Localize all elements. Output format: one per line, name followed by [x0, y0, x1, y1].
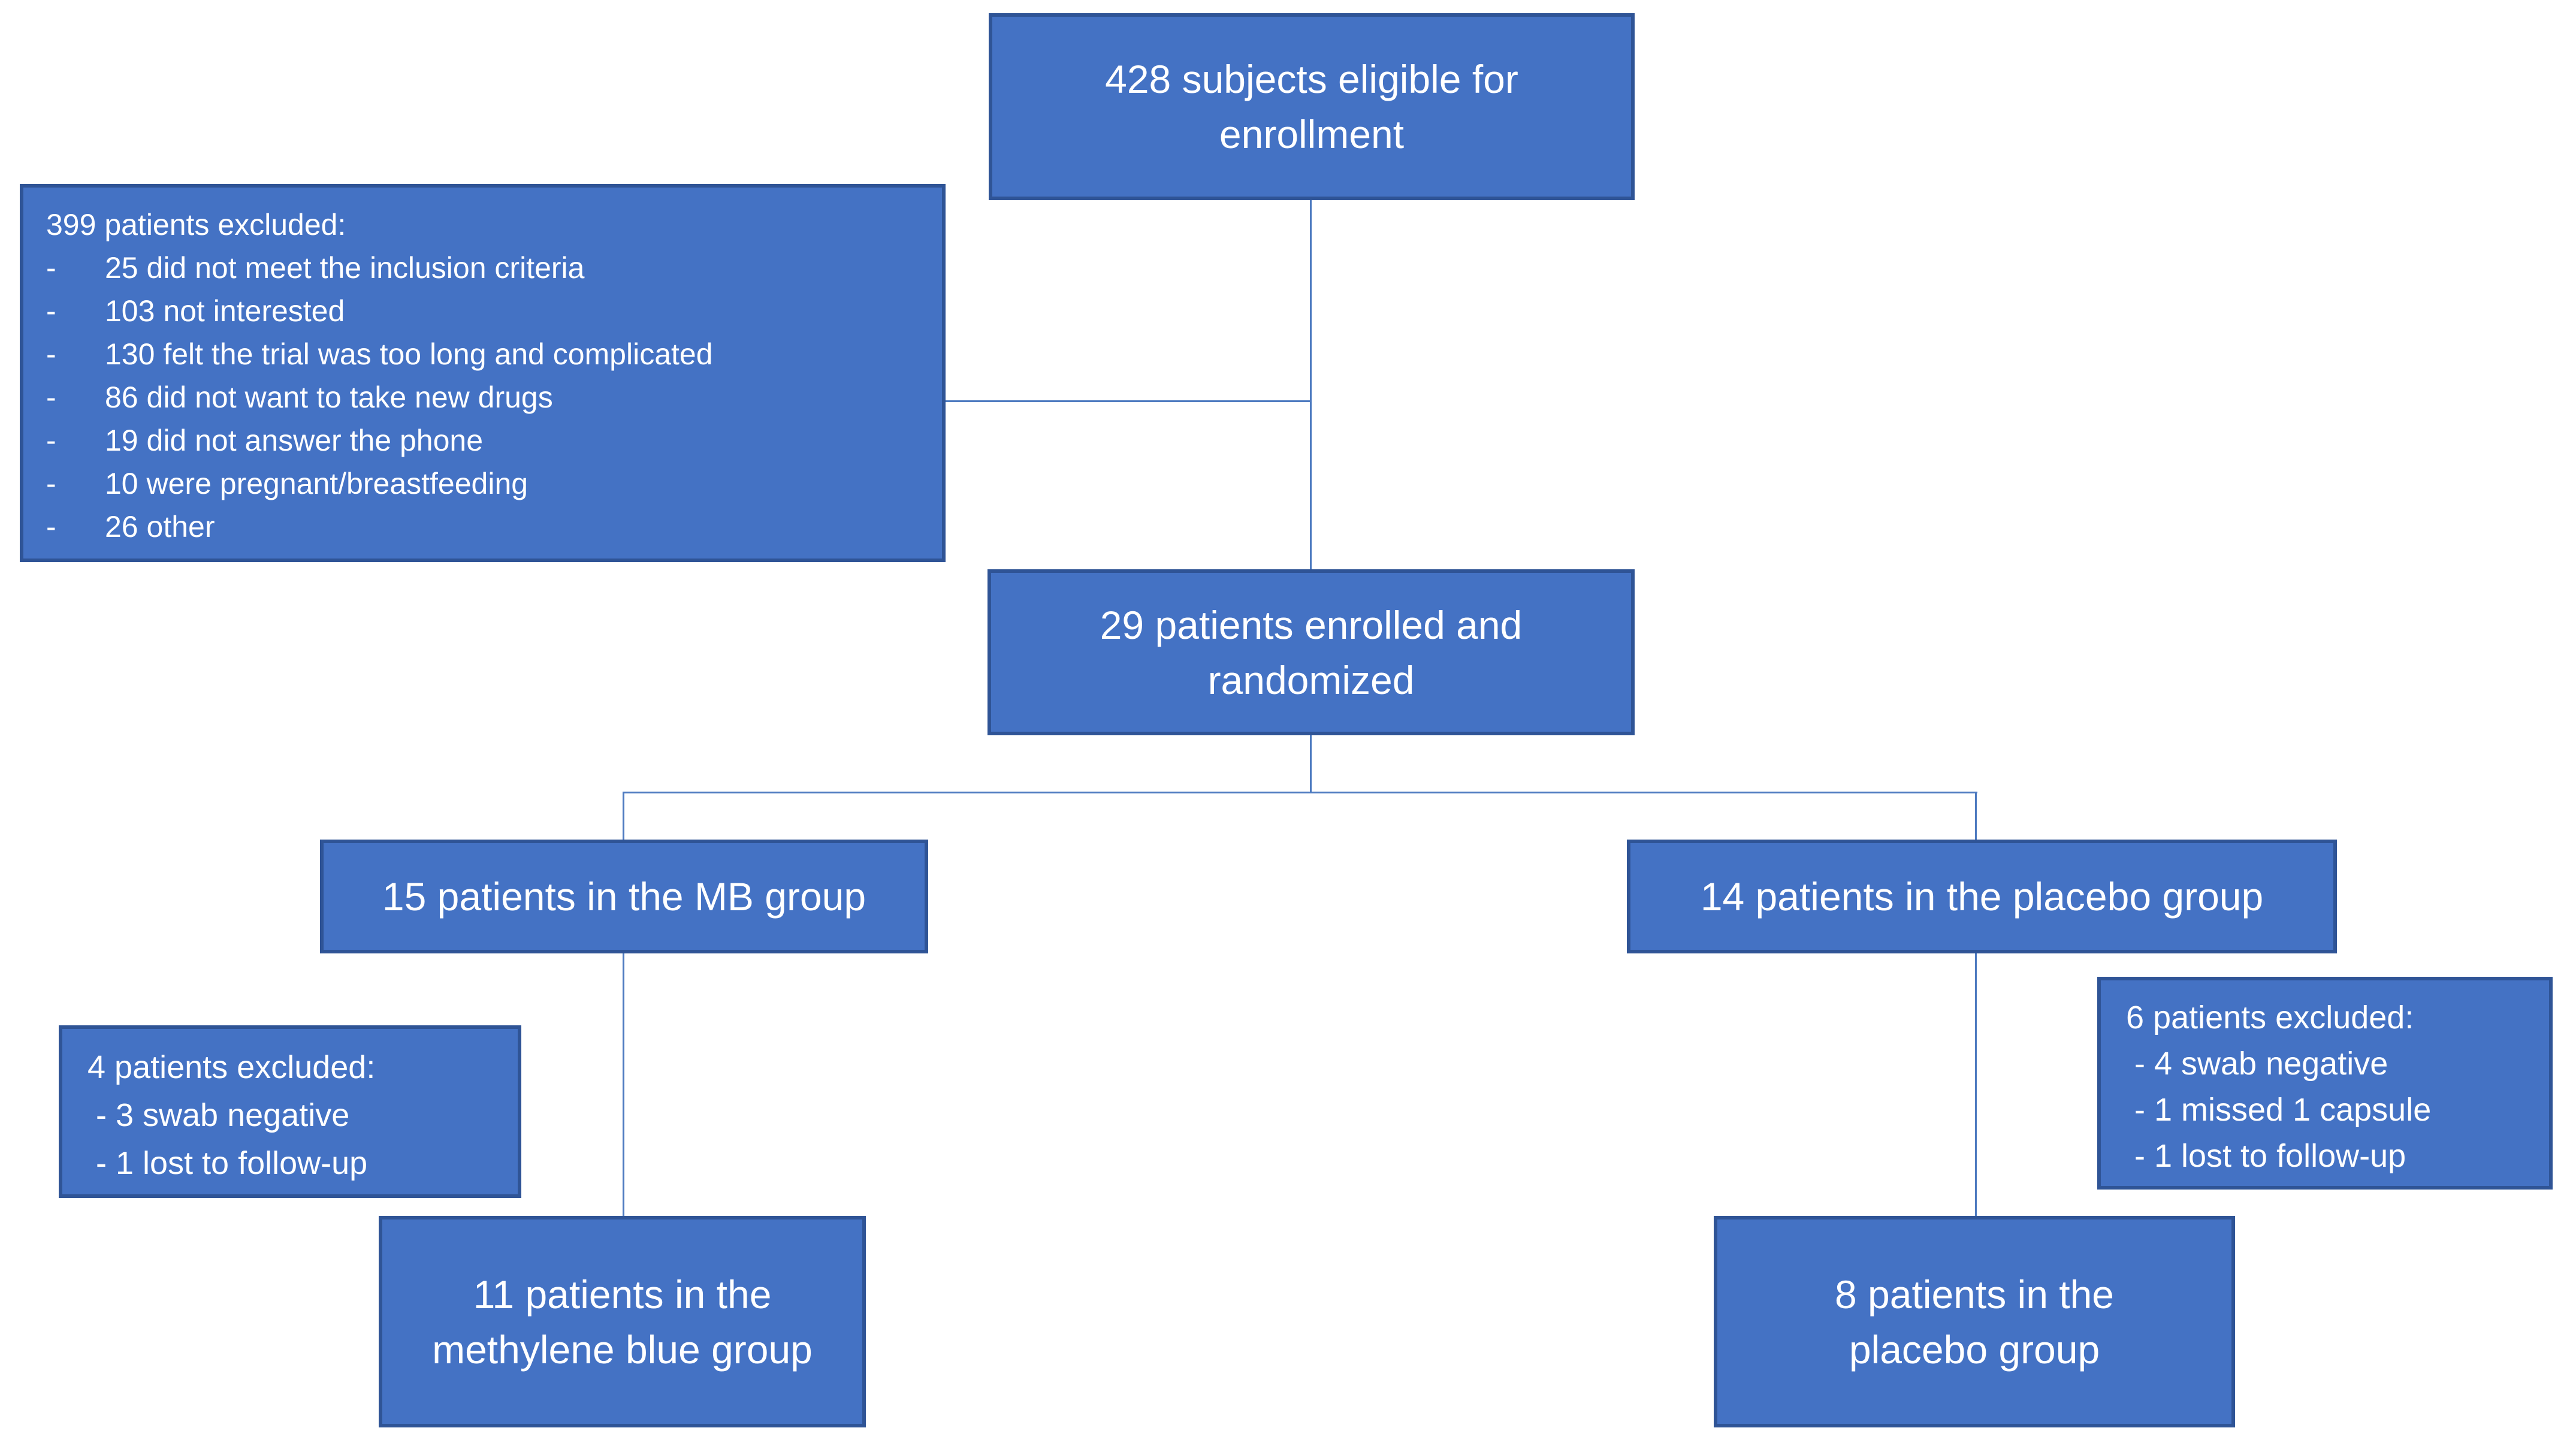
box-excluded-main: 399 patients excluded: - 25 did not meet… [20, 184, 946, 562]
excluded-reason: 130 felt the trial was too long and comp… [105, 337, 713, 371]
list-dash: - [46, 510, 56, 544]
excluded-reason-row: - 103 not interested [46, 289, 924, 333]
connector-excluded-main-branch [946, 400, 1311, 402]
excluded-reason-row: - 86 did not want to take new drugs [46, 376, 924, 419]
box-enrolled-text: 29 patients enrolled and randomized [1100, 602, 1523, 702]
box-mb-group-text: 15 patients in the MB group [382, 874, 866, 919]
excluded-reason: - 1 lost to follow-up [96, 1145, 368, 1181]
connector-mb-group-to-mb-final [623, 952, 624, 1217]
connector-randomization-branch [623, 792, 1977, 793]
excluded-reason-row: - 25 did not meet the inclusion criteria [46, 246, 924, 289]
box-placebo-final: 8 patients in the placebo group [1714, 1216, 2235, 1427]
box-enrolled-randomized: 29 patients enrolled and randomized [987, 569, 1635, 735]
box-placebo-excluded-title: 6 patients excluded: [2126, 1000, 2414, 1036]
box-excluded-main-title: 399 patients excluded: [46, 208, 346, 242]
excluded-reason: 26 other [105, 510, 215, 544]
box-placebo-final-text: 8 patients in the placebo group [1835, 1272, 2114, 1372]
box-eligible-text: 428 subjects eligible for enrollment [1105, 57, 1518, 156]
connector-enrolled-to-branch [1310, 735, 1312, 793]
box-placebo-excluded: 6 patients excluded: - 4 swab negative -… [2097, 977, 2553, 1190]
box-placebo-group-text: 14 patients in the placebo group [1700, 874, 2264, 919]
box-mb-excluded-title: 4 patients excluded: [87, 1049, 376, 1085]
list-dash: - [46, 424, 56, 457]
list-dash: - [46, 467, 56, 500]
excluded-reason: - 1 lost to follow-up [2134, 1138, 2406, 1174]
excluded-reason: - 1 missed 1 capsule [2134, 1092, 2432, 1128]
box-mb-excluded: 4 patients excluded: - 3 swab negative -… [59, 1025, 521, 1198]
excluded-reason: 25 did not meet the inclusion criteria [105, 251, 585, 285]
box-mb-final: 11 patients in the methylene blue group [379, 1216, 866, 1427]
excluded-reason-row: - 26 other [46, 505, 924, 548]
excluded-reason: 86 did not want to take new drugs [105, 381, 553, 414]
excluded-reason: 103 not interested [105, 294, 345, 328]
excluded-reason: 19 did not answer the phone [105, 424, 484, 457]
list-dash: - [46, 337, 56, 371]
box-mb-final-text: 11 patients in the methylene blue group [432, 1272, 813, 1372]
excluded-reason: - 3 swab negative [96, 1097, 350, 1133]
box-placebo-group: 14 patients in the placebo group [1627, 840, 2337, 953]
connector-branch-to-mb-group [623, 792, 624, 841]
connector-placebo-group-to-placebo-final [1975, 952, 1977, 1217]
excluded-reason-row: - 130 felt the trial was too long and co… [46, 333, 924, 376]
excluded-reason-row: - 10 were pregnant/breastfeeding [46, 462, 924, 505]
list-dash: - [46, 294, 56, 328]
box-eligible-subjects: 428 subjects eligible for enrollment [989, 13, 1635, 200]
box-mb-group: 15 patients in the MB group [320, 840, 928, 953]
connector-branch-to-placebo-group [1975, 792, 1977, 841]
list-dash: - [46, 381, 56, 414]
excluded-reason: 10 were pregnant/breastfeeding [105, 467, 529, 500]
excluded-reason-row: - 19 did not answer the phone [46, 419, 924, 462]
list-dash: - [46, 251, 56, 285]
excluded-reason: - 4 swab negative [2134, 1046, 2388, 1082]
connector-eligible-to-enrolled [1310, 200, 1312, 569]
